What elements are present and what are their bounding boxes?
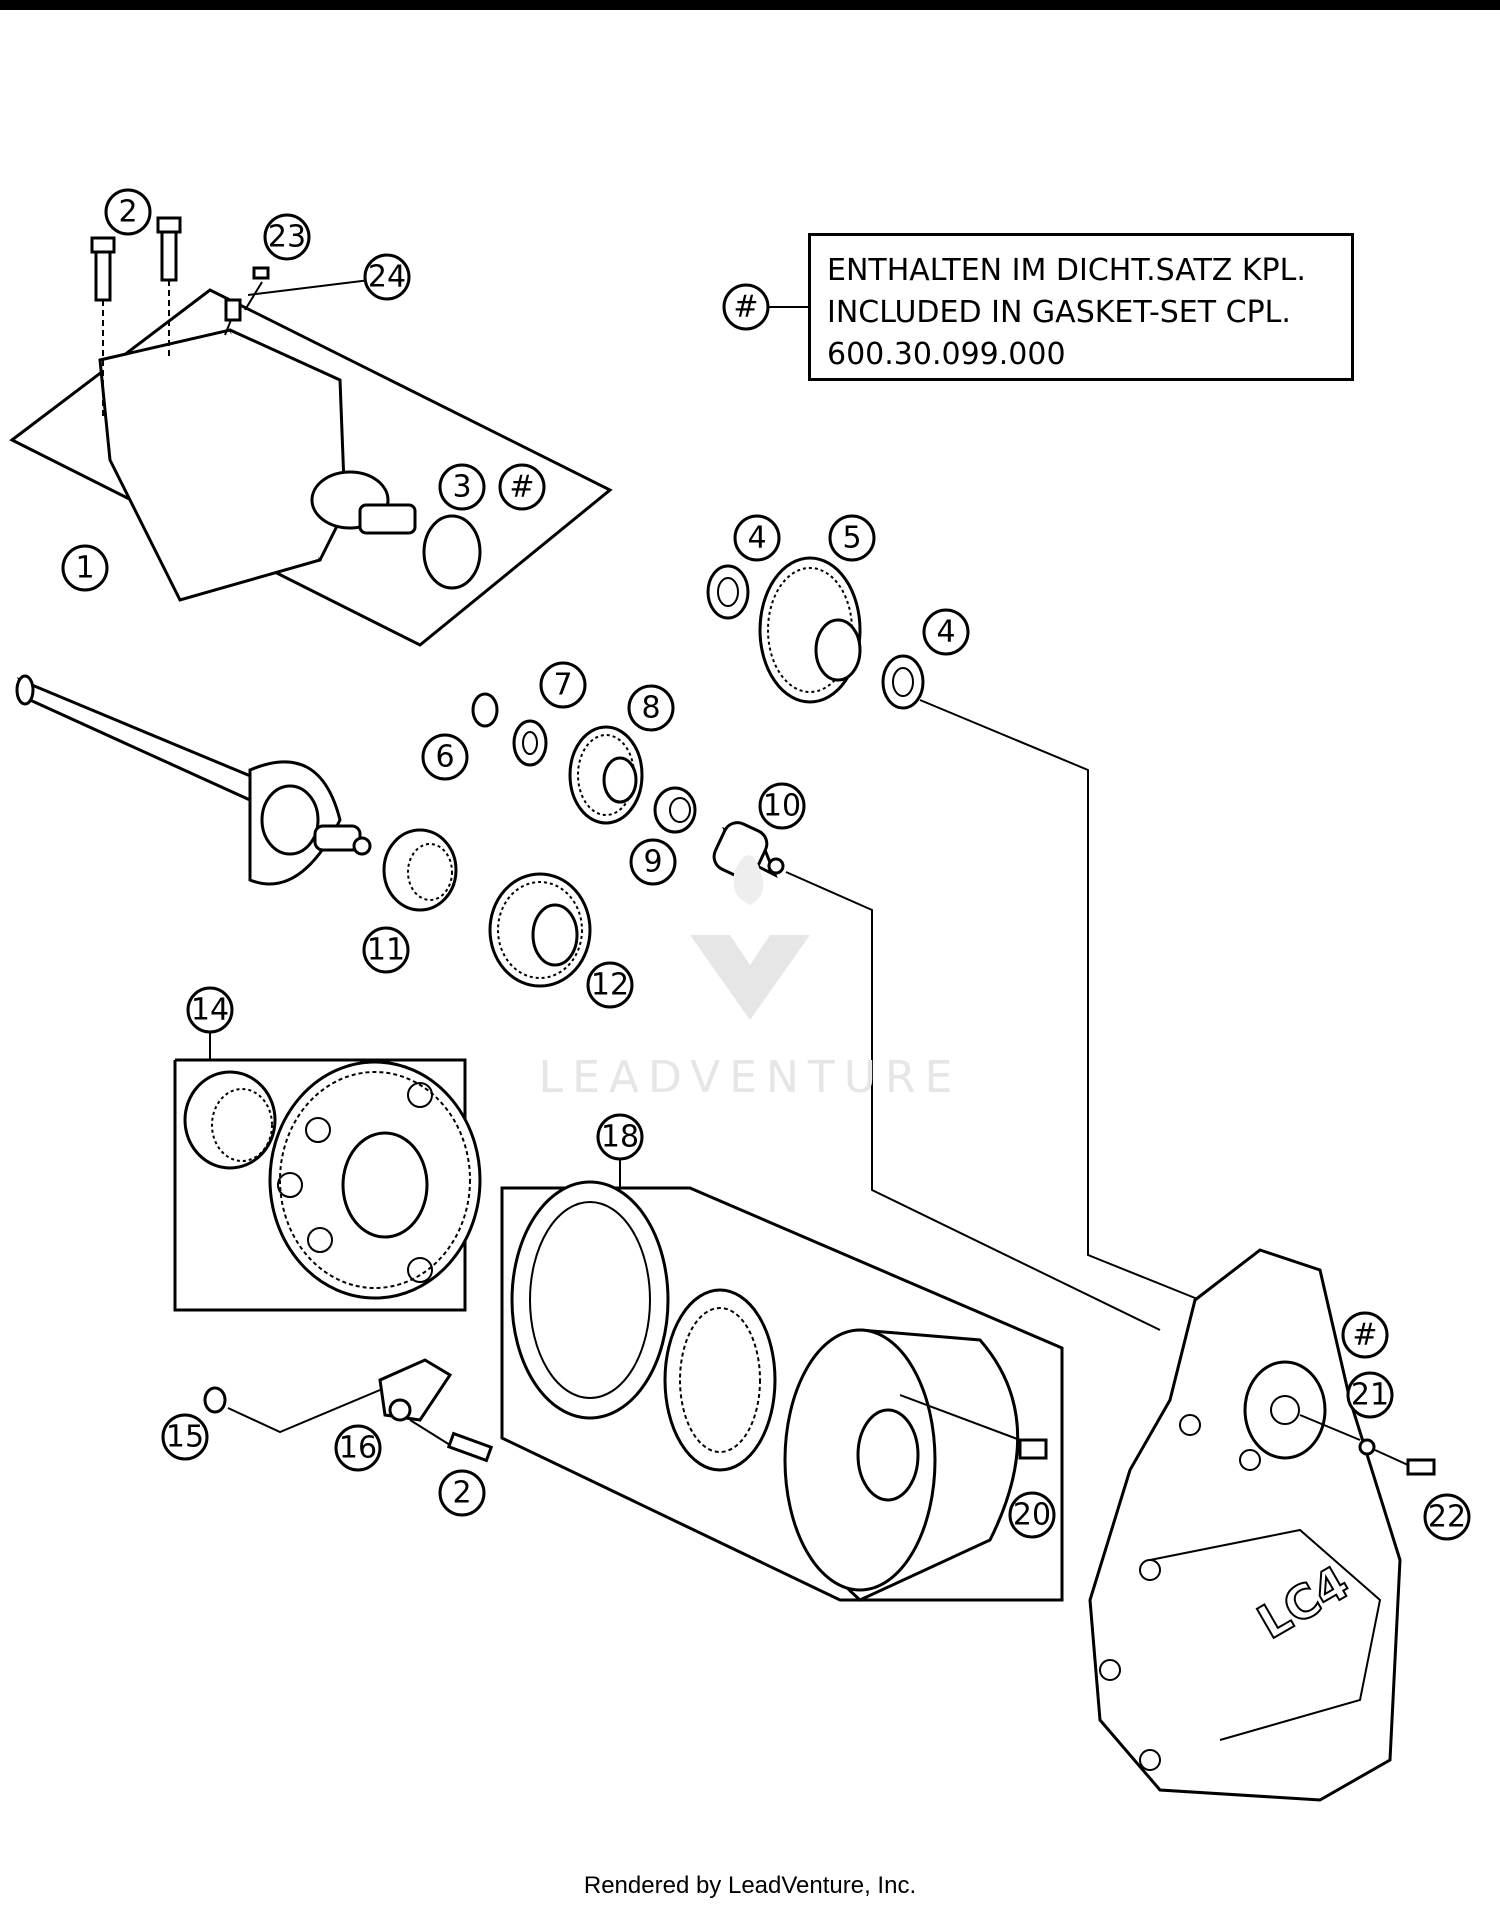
note-line-english: INCLUDED IN GASKET-SET CPL. [827, 295, 1291, 330]
svg-text:9: 9 [643, 845, 662, 880]
footer-credit: Rendered by LeadVenture, Inc. [583, 1872, 917, 1899]
callout-11: 11 [362, 926, 410, 974]
callout-4a: 4 [733, 514, 781, 562]
svg-text:24: 24 [368, 260, 406, 295]
freewheel-gear-group [173, 1025, 482, 1312]
svg-text:8: 8 [641, 691, 660, 726]
svg-text:14: 14 [191, 993, 229, 1028]
bearing-4a [706, 564, 750, 620]
note-part-number: 600.30.099.000 [827, 337, 1066, 372]
callout-16: 16 [334, 1424, 382, 1472]
svg-text:#: # [509, 470, 534, 505]
bolt-2c [446, 1431, 494, 1463]
callout-6: 6 [421, 733, 469, 781]
svg-text:10: 10 [763, 789, 801, 824]
callout-22: 22 [1423, 1493, 1471, 1541]
top-border [0, 0, 1500, 10]
callout-1: 1 [61, 544, 109, 592]
needle-bearing-11 [382, 828, 458, 912]
callout-2-lever: 2 [438, 1469, 486, 1517]
svg-text:2: 2 [118, 195, 137, 230]
flywheel-frame [500, 1186, 1064, 1602]
callout-hash-cover: # [1341, 1311, 1389, 1359]
svg-text:15: 15 [166, 1420, 204, 1455]
svg-text:2: 2 [452, 1476, 471, 1511]
bearing-4b [881, 654, 925, 710]
freewheel-frame [173, 1058, 467, 1312]
callout-8: 8 [627, 684, 675, 732]
lever-group [203, 1358, 494, 1463]
starter-motor-group [9, 216, 613, 647]
callout-10: 10 [758, 782, 806, 830]
svg-text:21: 21 [1351, 1378, 1389, 1413]
cap-23 [252, 266, 270, 280]
callout-23: 23 [263, 213, 311, 261]
svg-text:5: 5 [842, 521, 861, 556]
callout-7: 7 [539, 661, 587, 709]
bolt-2a [94, 246, 112, 302]
stator-ring [510, 1180, 670, 1420]
bearing-ring [663, 1288, 777, 1472]
screw-22 [1406, 1458, 1436, 1476]
callout-3: 3 [438, 463, 486, 511]
svg-text:#: # [733, 290, 758, 325]
svg-text:7: 7 [553, 668, 572, 703]
svg-text:6: 6 [435, 740, 454, 775]
callout-20: 20 [1008, 1491, 1056, 1539]
o-ring-3 [422, 514, 482, 590]
washer-7 [512, 719, 548, 767]
svg-text:20: 20 [1013, 1498, 1051, 1533]
svg-text:16: 16 [339, 1431, 377, 1466]
note-symbol: # [722, 283, 808, 331]
callout-18: 18 [596, 1113, 644, 1161]
watermark-logo [690, 855, 810, 1020]
svg-text:#: # [1352, 1318, 1377, 1353]
ignition-cover: LC4 [1088, 1248, 1436, 1802]
gear-train-parts [382, 692, 1161, 1331]
svg-text:12: 12 [591, 968, 629, 1003]
note-line-german: ENTHALTEN IM DICHT.SATZ KPL. [827, 253, 1306, 288]
intermediate-gear-group [706, 556, 1201, 1301]
screw-15 [203, 1386, 227, 1414]
svg-text:3: 3 [452, 470, 471, 505]
svg-text:11: 11 [367, 933, 405, 968]
callout-12: 12 [586, 961, 634, 1009]
gasket-set-note: ENTHALTEN IM DICHT.SATZ KPL. INCLUDED IN… [808, 233, 1354, 381]
bolt-2b [160, 226, 178, 282]
flywheel-group [500, 1157, 1064, 1602]
callout-21: 21 [1346, 1371, 1394, 1419]
callout-9: 9 [629, 838, 677, 886]
svg-text:23: 23 [268, 220, 306, 255]
svg-text:4: 4 [747, 521, 766, 556]
crankshaft [15, 674, 372, 886]
callout-2-top: 2 [104, 188, 152, 236]
callout-hash-starter: # [498, 463, 546, 511]
svg-text:1: 1 [75, 551, 94, 586]
callout-14: 14 [186, 986, 234, 1034]
callout-15: 15 [161, 1413, 209, 1461]
starter-motor-frame [9, 288, 613, 647]
callout-4b: 4 [922, 608, 970, 656]
nut-20 [1018, 1438, 1048, 1460]
callout-5: 5 [828, 514, 876, 562]
svg-text:4: 4 [936, 615, 955, 650]
bearing-14 [183, 1070, 277, 1170]
circlip-6 [471, 692, 499, 728]
svg-text:18: 18 [601, 1120, 639, 1155]
svg-text:22: 22 [1428, 1500, 1466, 1535]
washer-21 [1358, 1438, 1376, 1456]
callout-24: 24 [363, 253, 411, 301]
watermark-text: LEADVENTURE [538, 1052, 962, 1103]
